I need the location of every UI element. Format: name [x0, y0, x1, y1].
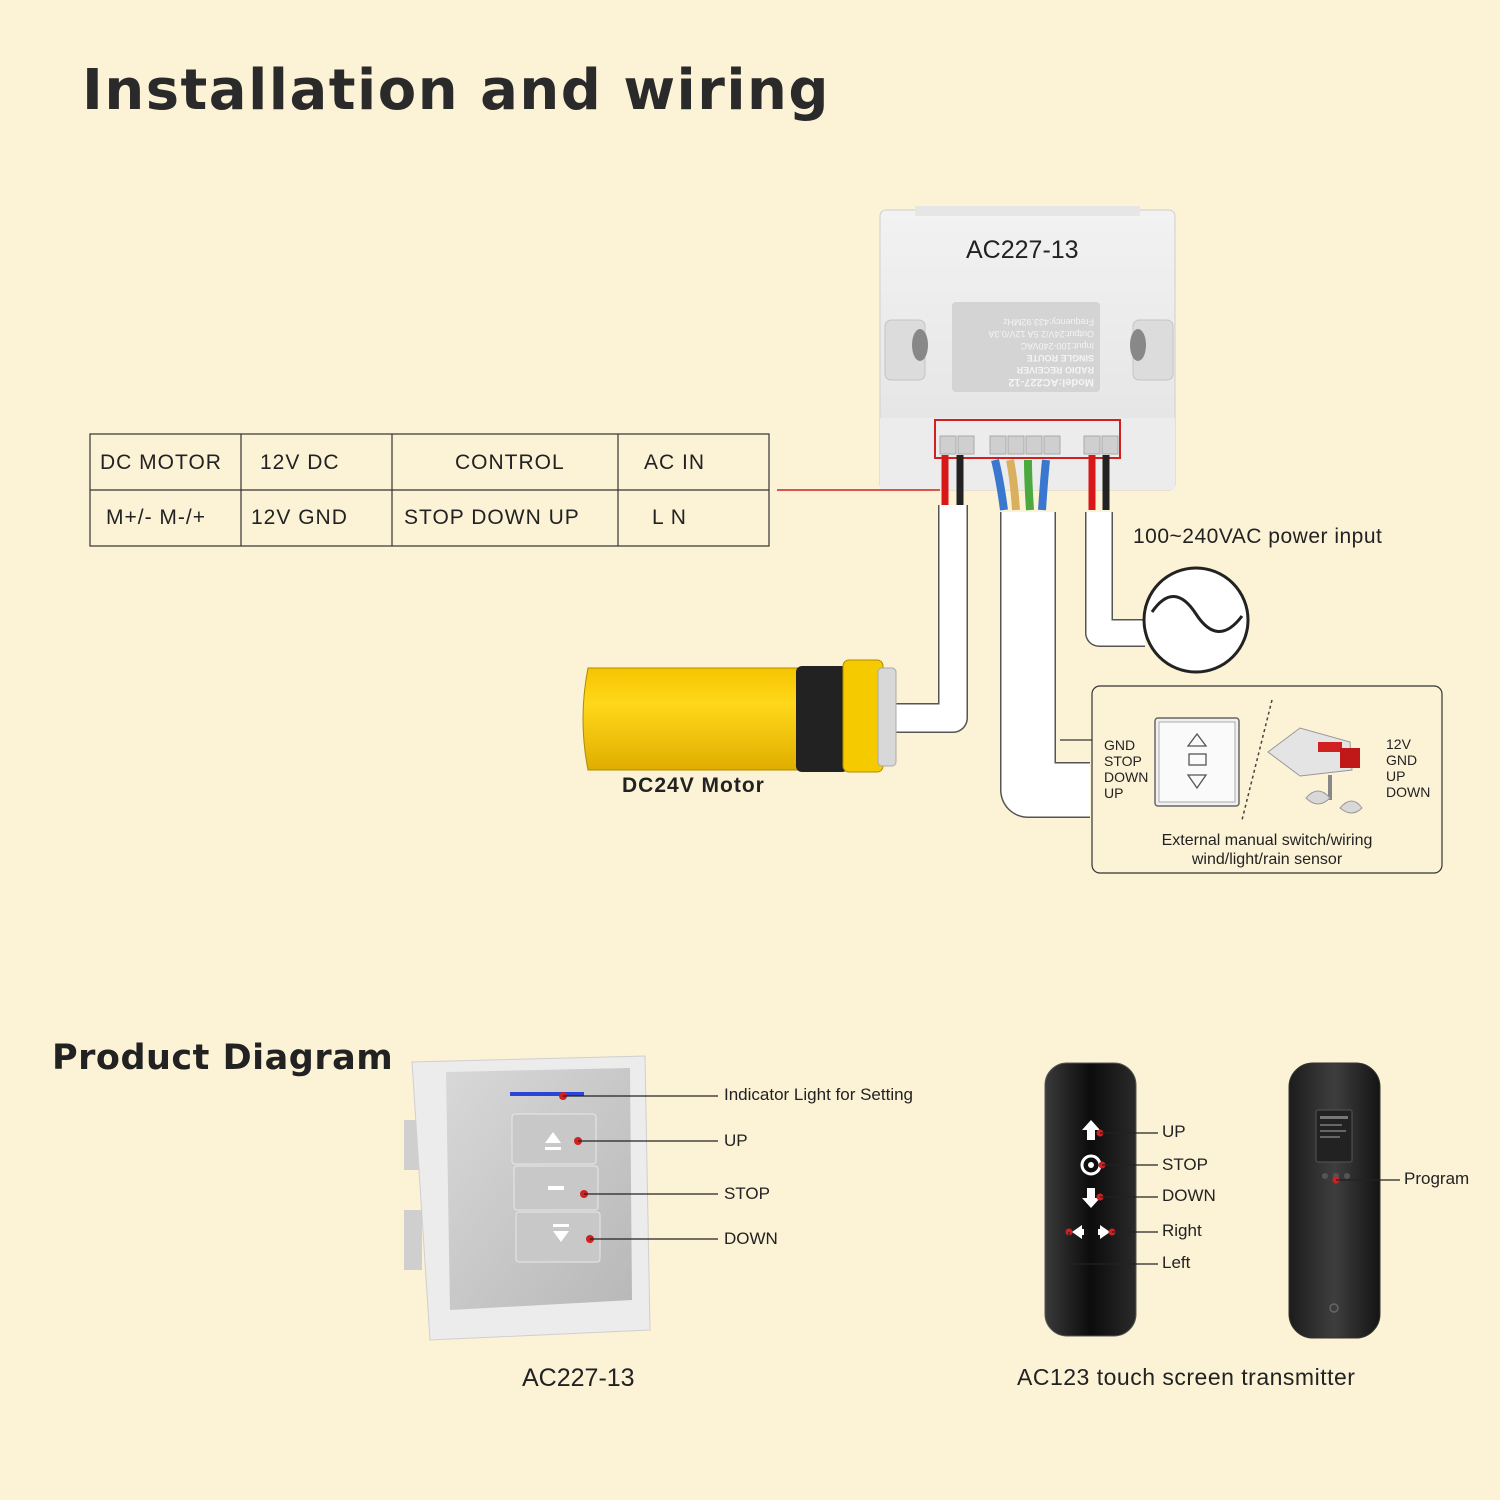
external-caption-line1: External manual switch/wiring [1161, 832, 1373, 849]
pin-label: UP [1386, 768, 1406, 784]
remote-front [1044, 1062, 1137, 1337]
remote-model-label: AC123 touch screen transmitter [1017, 1364, 1356, 1390]
callout-remote-down: DOWN [1162, 1186, 1216, 1205]
sticker-line: Input:100-240VAC [1020, 341, 1094, 351]
pin-label: DOWN [1386, 784, 1431, 800]
external-left-pins: GND STOP DOWN UP [1104, 737, 1148, 801]
table-header-12v-dc: 12V DC [260, 451, 340, 474]
callout-switch-down: DOWN [724, 1229, 778, 1248]
table-cell-power-pins: 12V GND [251, 506, 348, 529]
callout-indicator-light: Indicator Light for Setting [724, 1085, 914, 1104]
callout-remote-stop: STOP [1162, 1155, 1208, 1174]
table-cell-ac-pins: L N [652, 506, 687, 529]
remote-back [1288, 1062, 1400, 1339]
pin-label: 12V [1386, 736, 1411, 752]
motor-icon [582, 659, 897, 773]
external-caption-line2: wind/light/rain sensor [1191, 851, 1343, 868]
receiver-sticker: Model:AC227-12 RADIO RECEIVER SINGLE ROU… [958, 306, 1094, 388]
sticker-line: SINGLE ROUTE [1026, 353, 1094, 363]
table-header-ac-in: AC IN [644, 451, 706, 474]
terminal-table [89, 433, 770, 547]
external-accessory-panel [1091, 685, 1443, 874]
pin-label: STOP [1104, 753, 1142, 769]
callout-remote-left: Left [1162, 1253, 1191, 1272]
table-header-control: CONTROL [455, 451, 565, 474]
sticker-line: Model:AC227-12 [1008, 376, 1094, 388]
callout-remote-up: UP [1162, 1122, 1186, 1141]
product-diagram-title: Product Diagram [52, 1038, 394, 1078]
switch-model-label: AC227-13 [522, 1364, 635, 1392]
pin-label: UP [1104, 785, 1124, 801]
wall-switch [404, 1055, 651, 1341]
page-title: Installation and wiring [82, 58, 831, 123]
receiver-model-label: AC227-13 [966, 236, 1079, 264]
external-right-pins: 12V GND UP DOWN [1386, 736, 1430, 800]
sticker-line: Frequency:433.92MHz [1002, 317, 1094, 327]
sticker-line: RADIO RECEIVER [1016, 365, 1094, 375]
remote-callout-lines [1065, 1129, 1158, 1265]
terminal-block [939, 435, 1119, 455]
callout-program: Program [1404, 1169, 1470, 1188]
sticker-line: Output:24V/2.5A 12V/0.3A [988, 329, 1094, 339]
pin-label: DOWN [1104, 769, 1149, 785]
motor-label: DC24V Motor [622, 774, 765, 797]
pin-label: GND [1386, 752, 1418, 768]
wires [941, 455, 1110, 511]
cables [895, 505, 1145, 818]
receiver-box [879, 206, 1176, 491]
ac-source-icon [1142, 566, 1250, 674]
power-input-label: 100~240VAC power input [1133, 525, 1383, 548]
switch-callout-lines [559, 1092, 718, 1243]
callout-remote-right: Right [1162, 1221, 1202, 1240]
callout-switch-up: UP [724, 1131, 748, 1150]
callout-switch-stop: STOP [724, 1184, 770, 1203]
table-cell-control-pins: STOP DOWN UP [404, 506, 580, 529]
pin-label: GND [1104, 737, 1136, 753]
table-header-dc-motor: DC MOTOR [100, 451, 222, 474]
table-cell-motor-pins: M+/- M-/+ [106, 506, 207, 529]
